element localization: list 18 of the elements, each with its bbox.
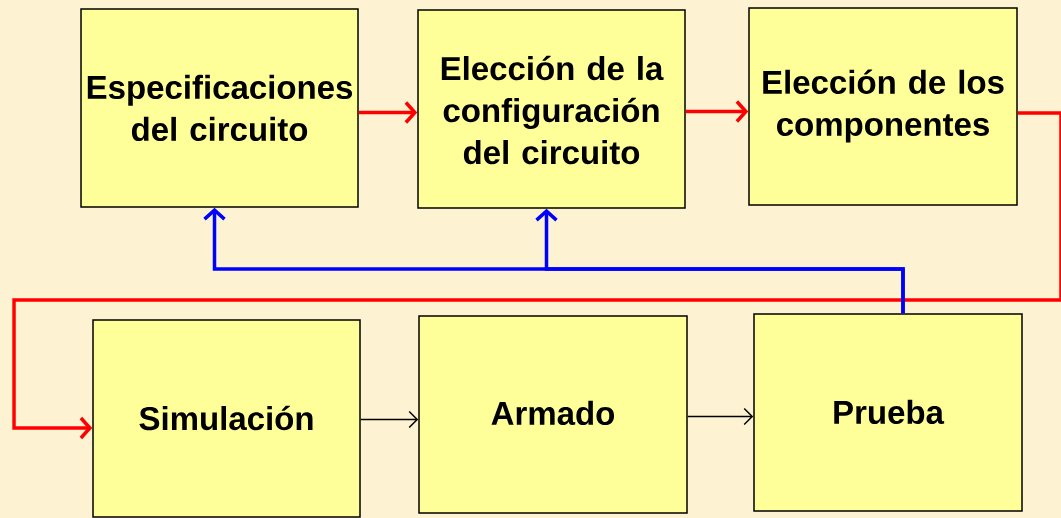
node-label: Elección de la configuración del circuito — [441, 55, 664, 165]
arrow — [535, 208, 905, 314]
arrow — [360, 410, 419, 429]
node-label: Simulación — [139, 405, 313, 431]
node-label: Prueba — [834, 399, 945, 425]
process-box — [753, 313, 1023, 512]
arrow — [358, 101, 418, 124]
node-label: Armado — [491, 400, 615, 426]
process-box — [80, 8, 359, 208]
process-box — [92, 319, 361, 518]
arrow — [685, 100, 749, 123]
process-box — [417, 9, 686, 209]
node-label: Especificaciones del circuito — [87, 74, 353, 142]
node-label: Elección de los componentes — [763, 69, 1004, 143]
process-box — [418, 315, 688, 514]
process-box — [748, 7, 1018, 206]
arrow — [12, 111, 1061, 440]
arrow — [687, 407, 754, 426]
